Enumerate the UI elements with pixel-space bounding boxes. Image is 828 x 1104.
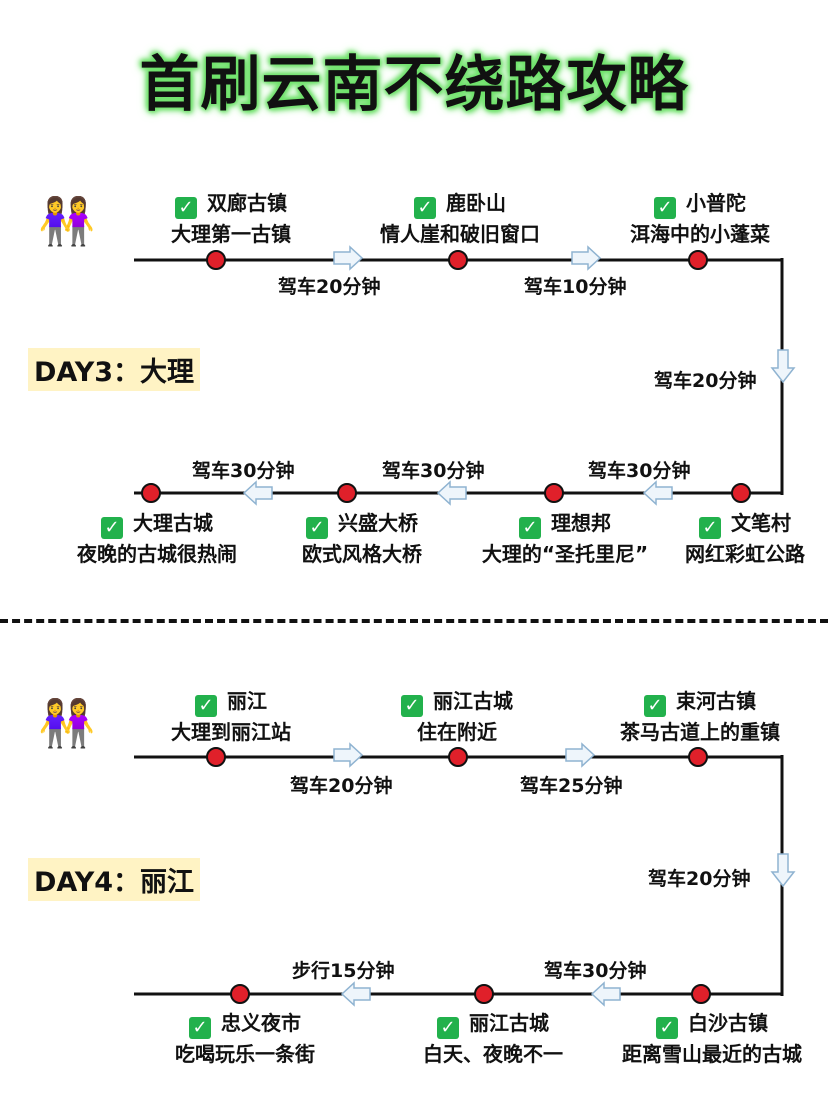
stop-lijiang-old-town-2: ✓ 丽江古城 白天、夜晚不一 [408,1008,578,1069]
day4-label: DAY4：丽江 [28,858,201,901]
day3-stop-dot [448,250,468,270]
stop-desc: 欧式风格大桥 [302,542,422,566]
dashed-divider [0,619,828,623]
stop-name: 双廊古镇 [207,191,287,215]
stop-desc: 大理到丽江站 [171,720,291,744]
stop-name: 鹿卧山 [446,191,506,215]
stop-desc: 住在附近 [417,720,497,744]
stop-desc: 吃喝玩乐一条街 [175,1042,315,1066]
day4-stop-dot [688,747,708,767]
arrow-right-icon [333,742,364,768]
day4-stop-dot [691,984,711,1004]
day4-route-lines [134,742,796,1007]
arrow-down-icon [770,349,796,384]
check-icon: ✓ [306,517,328,539]
day3-stop-dot [337,483,357,503]
stop-name: 丽江古城 [433,689,513,713]
stop-xiaoputuo: ✓ 小普陀 洱海中的小蓬菜 [610,188,790,249]
check-icon: ✓ [401,695,423,717]
drive-time: 驾车20分钟 [290,775,393,797]
day3-stop-dot [141,483,161,503]
arrow-left-icon [340,981,371,1007]
day3-route: 👭 ✓ 双廊古镇 大理第一古镇 ✓ 鹿卧山 情人崖和破旧窗口 ✓ 小普陀 洱海中的小蓬… [0,150,828,590]
check-icon: ✓ [189,1017,211,1039]
day3-stop-dot [544,483,564,503]
stop-name: 小普陀 [686,191,746,215]
arrow-right-icon [571,245,602,271]
arrow-left-icon [642,480,673,506]
stop-desc: 大理第一古镇 [171,222,291,246]
drive-time: 驾车20分钟 [654,370,757,392]
stop-shuhe-old-town: ✓ 束河古镇 茶马古道上的重镇 [600,686,800,747]
two-women-holding-hands-icon: 👭 [38,696,96,750]
stop-shuanglang: ✓ 双廊古镇 大理第一古镇 [146,188,316,249]
drive-time: 驾车20分钟 [648,868,751,890]
drive-time: 步行15分钟 [292,960,395,982]
stop-xingsheng-bridge: ✓ 兴盛大桥 欧式风格大桥 [282,508,442,569]
drive-time: 驾车30分钟 [588,460,691,482]
stop-wenbi-village: ✓ 文笔村 网红彩虹公路 [670,508,820,569]
arrow-down-icon [770,853,796,888]
arrow-right-icon [565,742,596,768]
day4-stop-dot [206,747,226,767]
check-icon: ✓ [101,517,123,539]
stop-name: 文笔村 [731,511,791,535]
stop-lixiangbang: ✓ 理想邦 大理的“圣托里尼” [460,508,670,569]
day3-stop-dot [688,250,708,270]
stop-desc: 白天、夜晚不一 [423,1042,563,1066]
stop-baisha-old-town: ✓ 白沙古镇 距离雪山最近的古城 [602,1008,822,1069]
day3-stop-dot [206,250,226,270]
stop-desc: 距离雪山最近的古城 [622,1042,802,1066]
two-women-holding-hands-icon: 👭 [38,194,96,248]
arrow-left-icon [590,981,621,1007]
stop-desc: 洱海中的小蓬菜 [630,222,770,246]
stop-lijiang: ✓ 丽江 大理到丽江站 [146,686,316,747]
arrow-right-icon [333,245,364,271]
day3-stop-dot [731,483,751,503]
stop-desc: 大理的“圣托里尼” [481,542,649,566]
check-icon: ✓ [519,517,541,539]
drive-time: 驾车20分钟 [278,276,381,298]
arrow-left-icon [436,480,467,506]
page-title: 首刷云南不绕路攻略 [139,50,689,120]
stop-desc: 茶马古道上的重镇 [620,720,780,744]
stop-desc: 夜晚的古城很热闹 [77,542,237,566]
stop-luwoshan: ✓ 鹿卧山 情人崖和破旧窗口 [350,188,570,249]
day4-stop-dot [230,984,250,1004]
check-icon: ✓ [195,695,217,717]
stop-name: 理想邦 [551,511,611,535]
check-icon: ✓ [656,1017,678,1039]
arrow-left-icon [242,480,273,506]
drive-time: 驾车30分钟 [544,960,647,982]
check-icon: ✓ [437,1017,459,1039]
day4-route: 👭 ✓ 丽江 大理到丽江站 ✓ 丽江古城 住在附近 ✓ 束河古镇 茶马古道上的重镇 驾… [0,650,828,1090]
stop-name: 忠义夜市 [221,1011,301,1035]
drive-time: 驾车10分钟 [524,276,627,298]
check-icon: ✓ [699,517,721,539]
stop-name: 丽江古城 [469,1011,549,1035]
day3-label: DAY3：大理 [28,348,201,391]
drive-time: 驾车30分钟 [382,460,485,482]
stop-name: 丽江 [227,689,267,713]
stop-name: 大理古城 [133,511,213,535]
check-icon: ✓ [175,197,197,219]
stop-dali-old-town: ✓ 大理古城 夜晚的古城很热闹 [62,508,252,569]
check-icon: ✓ [414,197,436,219]
day4-stop-dot [474,984,494,1004]
check-icon: ✓ [644,695,666,717]
stop-lijiang-old-town: ✓ 丽江古城 住在附近 [372,686,542,747]
stop-name: 束河古镇 [676,689,756,713]
drive-time: 驾车25分钟 [520,775,623,797]
drive-time: 驾车30分钟 [192,460,295,482]
stop-name: 白沙古镇 [688,1011,768,1035]
check-icon: ✓ [654,197,676,219]
day3-route-lines [134,245,796,506]
stop-desc: 情人崖和破旧窗口 [380,222,540,246]
day4-stop-dot [448,747,468,767]
stop-desc: 网红彩虹公路 [685,542,805,566]
stop-name: 兴盛大桥 [338,511,418,535]
stop-zhongyi-night-market: ✓ 忠义夜市 吃喝玩乐一条街 [160,1008,330,1069]
